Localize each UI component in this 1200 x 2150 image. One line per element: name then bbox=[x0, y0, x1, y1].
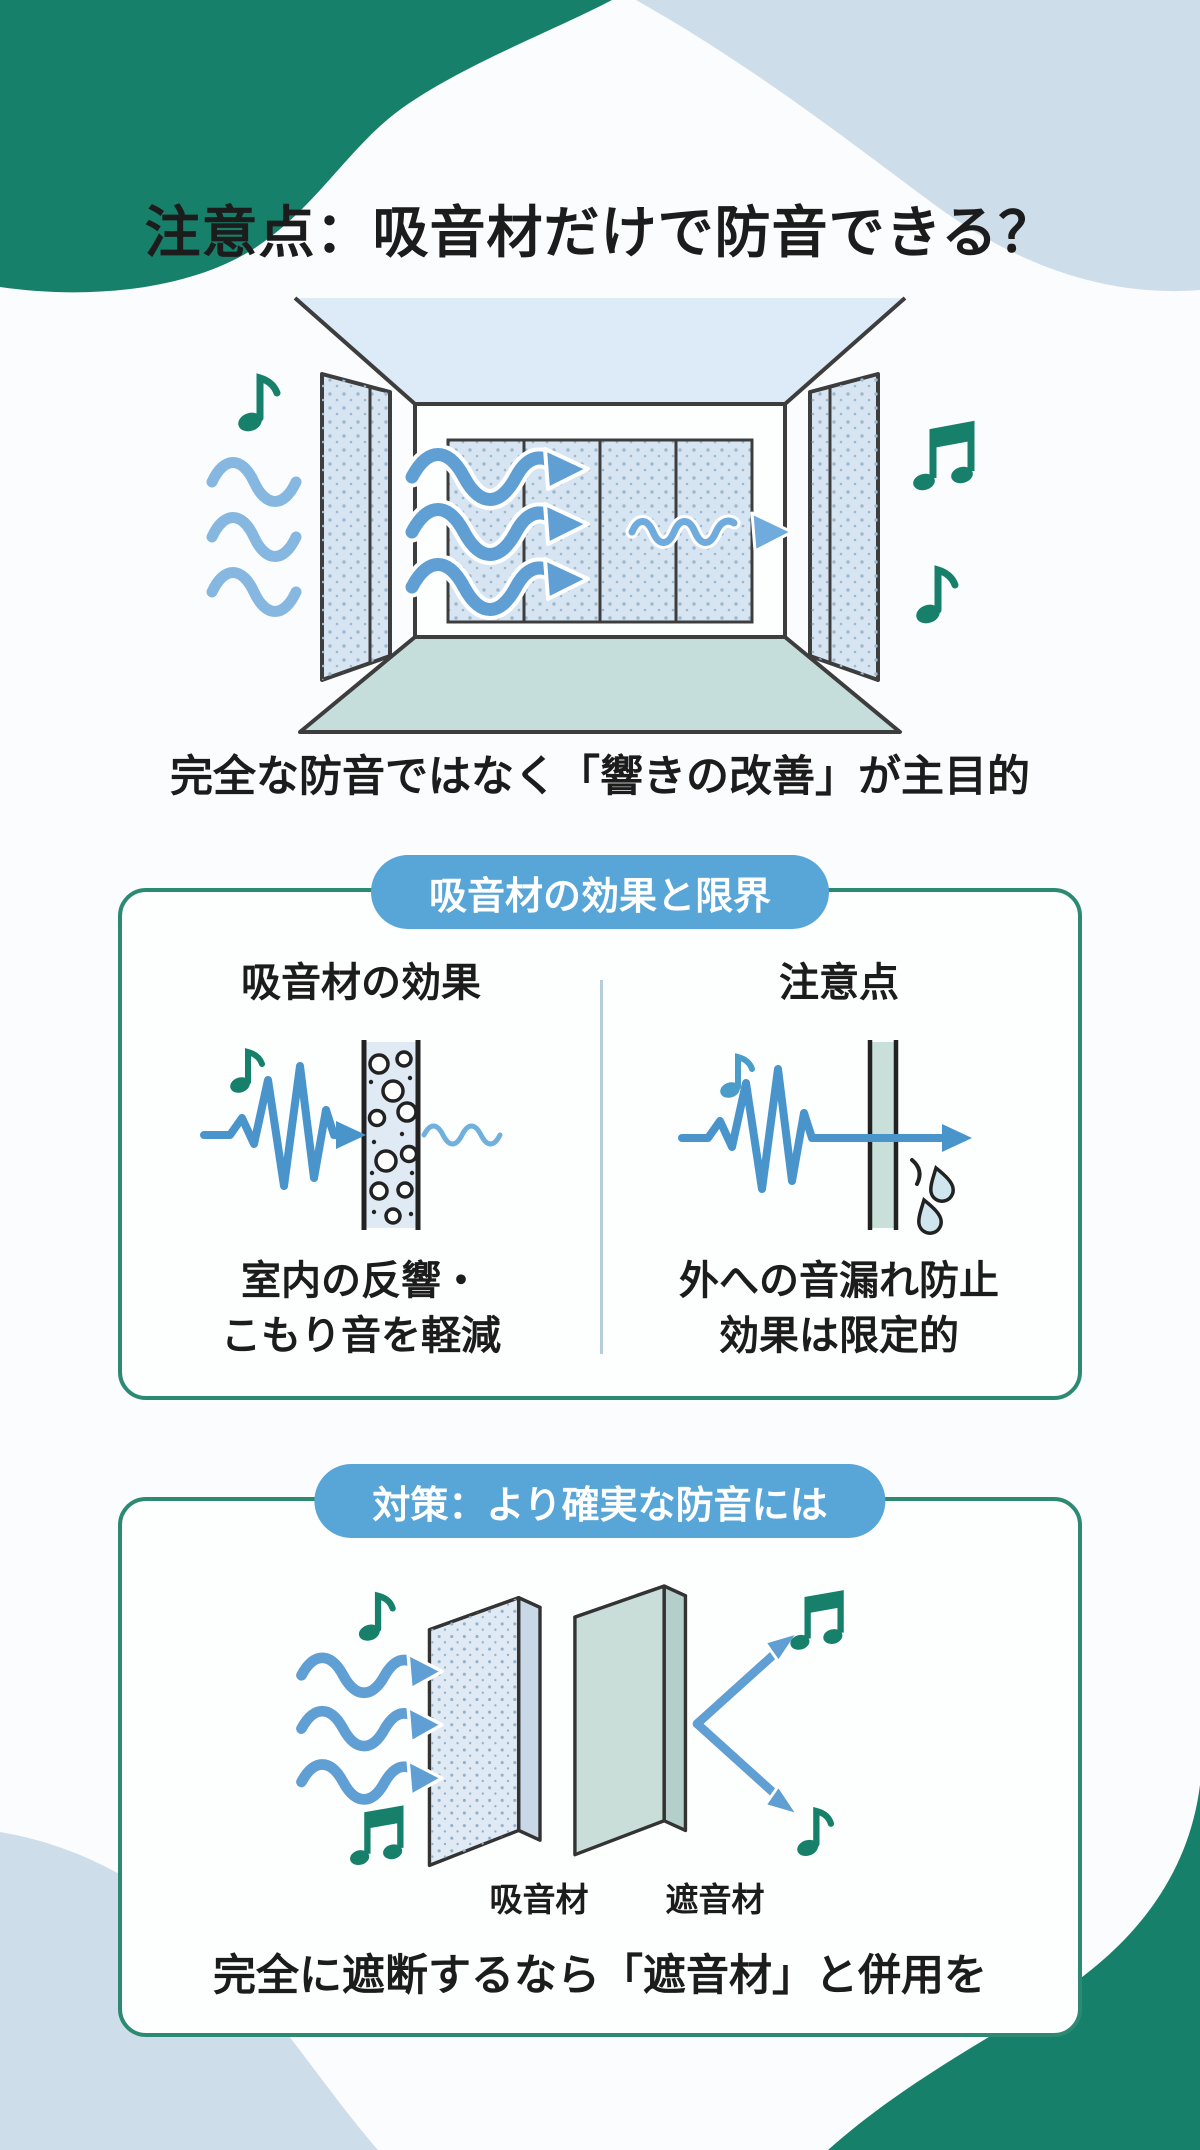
sound-wave-arrows bbox=[401, 444, 590, 620]
right-wall-panel bbox=[808, 372, 880, 682]
caution-column: 注意点 bbox=[600, 892, 1078, 1396]
insulator-slab bbox=[573, 1584, 688, 1857]
absorber-effect-title: 吸音材の効果 bbox=[241, 961, 481, 1005]
top-left-green-blob bbox=[0, 0, 612, 293]
measures-caption: 完全に遮断するなら「遮音材」と併用を bbox=[213, 1952, 987, 2000]
absorber-effect-caption: 室内の反響・ こもり音を軽減 bbox=[221, 1259, 501, 1359]
music-note-icon bbox=[238, 373, 281, 432]
measures-box: 対策：より確実な防音には bbox=[118, 1464, 1082, 2037]
sound-waveform-arrow bbox=[200, 1062, 366, 1190]
sound-leak-drops-icon bbox=[910, 1158, 955, 1235]
absorber-effect-column: 吸音材の効果 bbox=[122, 892, 600, 1396]
effects-box-header-pill: 吸音材の効果と限界 bbox=[370, 855, 830, 929]
music-note-icon bbox=[720, 1053, 755, 1098]
bottom-right-green-blob bbox=[828, 1785, 1200, 2150]
column-divider bbox=[600, 980, 603, 1354]
left-wall-panel bbox=[320, 372, 392, 682]
room-caption: 完全な防音ではなく「響きの改善」が主目的 bbox=[170, 753, 1030, 801]
back-wall-panels bbox=[446, 438, 754, 624]
room-illustration bbox=[206, 296, 975, 734]
absorber-panel bbox=[361, 1040, 421, 1230]
music-notes-icon bbox=[790, 1590, 844, 1650]
attenuated-wave-arrow bbox=[625, 511, 794, 553]
absorber-effect-illustration bbox=[200, 1040, 503, 1230]
music-note-icon bbox=[916, 565, 959, 624]
music-note-icon bbox=[358, 1591, 396, 1641]
absorber-slab bbox=[427, 1596, 542, 1868]
room-floor bbox=[298, 635, 902, 734]
reflected-arrows bbox=[689, 1631, 800, 1817]
effects-columns: 吸音材の効果 bbox=[122, 892, 1078, 1396]
room-ceiling bbox=[293, 296, 907, 406]
caution-title: 注意点 bbox=[779, 961, 899, 1005]
sound-passes-through-arrow bbox=[678, 1065, 972, 1193]
music-note-icon bbox=[797, 1807, 835, 1856]
incoming-wave-arrows bbox=[292, 1649, 444, 1808]
effects-and-limits-box: 吸音材の効果と限界 吸音材の効果 bbox=[118, 855, 1082, 1400]
absorber-label: 吸音材 bbox=[489, 1881, 589, 1918]
top-right-blue-blob bbox=[636, 0, 1200, 292]
insulator-label: 遮音材 bbox=[665, 1881, 765, 1918]
music-notes-icon bbox=[913, 420, 975, 491]
page-title: 注意点：吸音材だけで防音できる？ bbox=[144, 201, 1056, 264]
sound-leak-illustration bbox=[678, 1040, 972, 1235]
incoming-sound-waves bbox=[206, 457, 302, 617]
absorber-plus-insulator-illustration bbox=[292, 1584, 844, 1868]
music-notes-icon bbox=[350, 1805, 404, 1866]
caution-caption: 外への音漏れ防止 効果は限定的 bbox=[679, 1259, 999, 1359]
attenuated-wave bbox=[421, 1123, 503, 1147]
measures-box-header-pill: 対策：より確実な防音には bbox=[314, 1464, 886, 1538]
music-note-icon bbox=[230, 1048, 265, 1093]
